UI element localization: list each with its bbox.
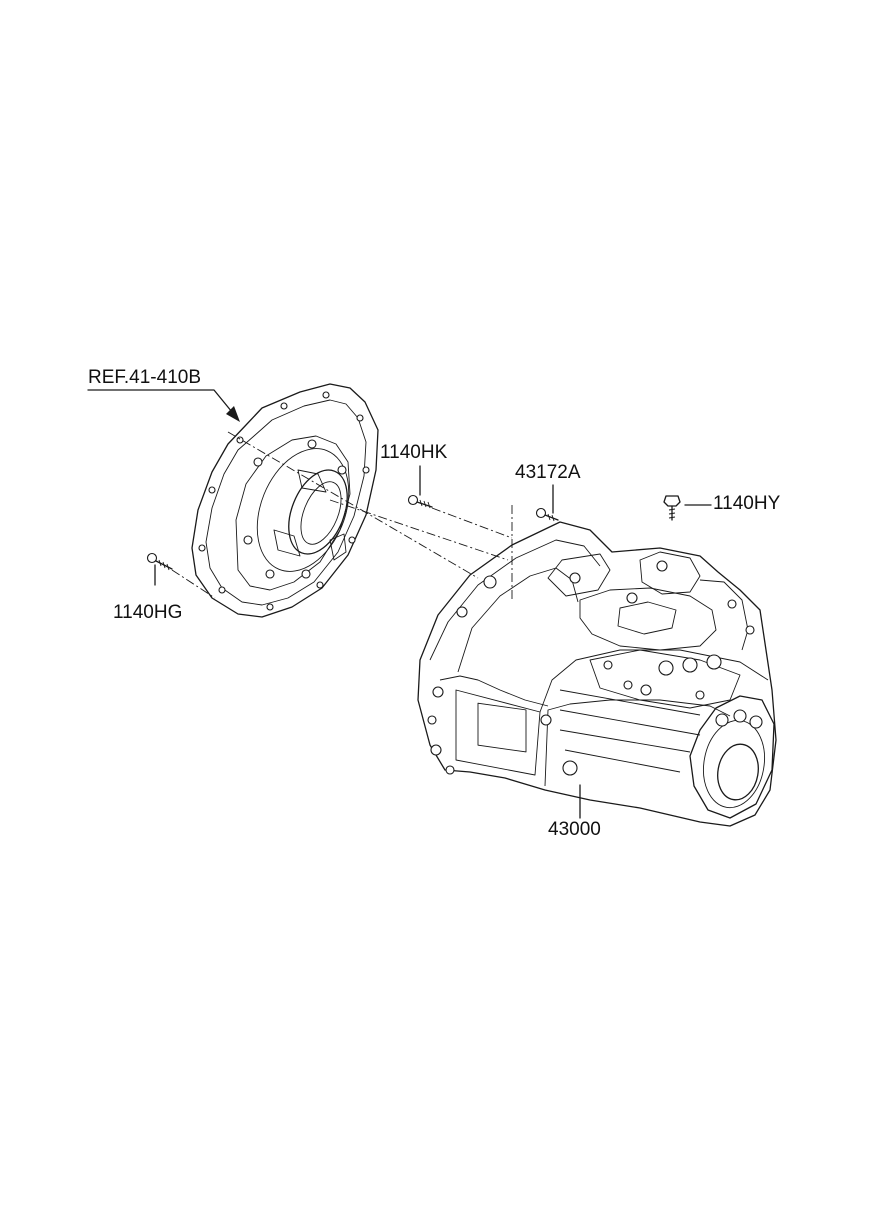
callout-1140hy: 1140HY [713, 493, 781, 514]
clutch-cover-plate [191, 383, 379, 618]
callout-43172a: 43172A [515, 462, 581, 483]
callout-ref-41-410b: REF.41-410B [88, 367, 202, 388]
bolt-1140hy [663, 495, 681, 521]
callout-43000: 43000 [548, 819, 601, 840]
bolt-1140hg [146, 552, 173, 571]
leader-lines [87, 389, 712, 819]
transaxle-housing [417, 521, 777, 827]
callout-1140hg: 1140HG [113, 602, 183, 623]
bolt-43172a [535, 507, 559, 522]
bolt-1140hk [407, 494, 433, 509]
alignment-lines [171, 431, 513, 600]
callout-1140hk: 1140HK [380, 442, 448, 463]
